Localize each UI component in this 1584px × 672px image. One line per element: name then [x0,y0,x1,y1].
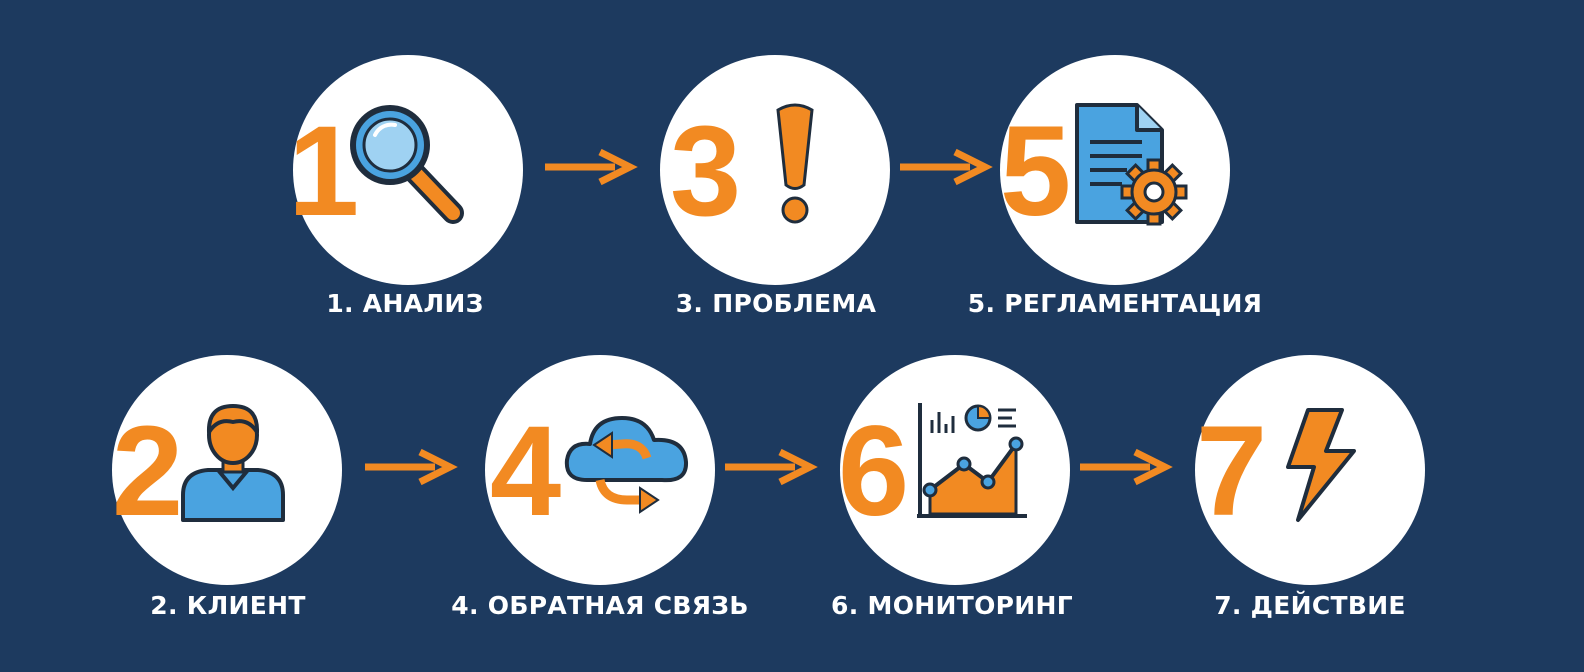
flow-arrow-3-5 [900,148,993,186]
step-number: 5 [1000,100,1072,243]
step-circle [1195,355,1425,585]
step-number: 7 [1196,400,1268,543]
step-label: 6. МОНИТОРИНГ [831,591,1073,620]
step-number: 2 [112,400,184,543]
flow-arrow-1-3 [545,148,638,186]
step-number: 1 [288,100,360,243]
step-label: 2. КЛИЕНТ [150,591,306,620]
magnifier-icon [350,105,464,224]
flow-arrow-4-6 [725,448,818,486]
cloud-sync-icon [564,416,689,514]
flow-arrow-6-7 [1080,448,1173,486]
step-label: 7. ДЕЙСТВИЕ [1214,591,1406,620]
document-gear-icon [1075,103,1188,226]
flow-arrow-2-4 [365,448,458,486]
step-label: 1. АНАЛИЗ [326,289,484,318]
lightning-icon [1286,408,1356,522]
chart-icon [917,403,1027,518]
step-number: 4 [490,400,562,543]
step-label: 4. ОБРАТНАЯ СВЯЗЬ [451,591,749,620]
step-label: 3. ПРОБЛЕМА [675,289,877,318]
step-number: 6 [838,400,910,543]
user-icon [181,404,285,522]
exclamation-icon [776,103,814,224]
step-circle [660,55,890,285]
step-label: 5. РЕГЛАМЕНТАЦИЯ [967,289,1263,318]
step-number: 3 [670,100,742,243]
